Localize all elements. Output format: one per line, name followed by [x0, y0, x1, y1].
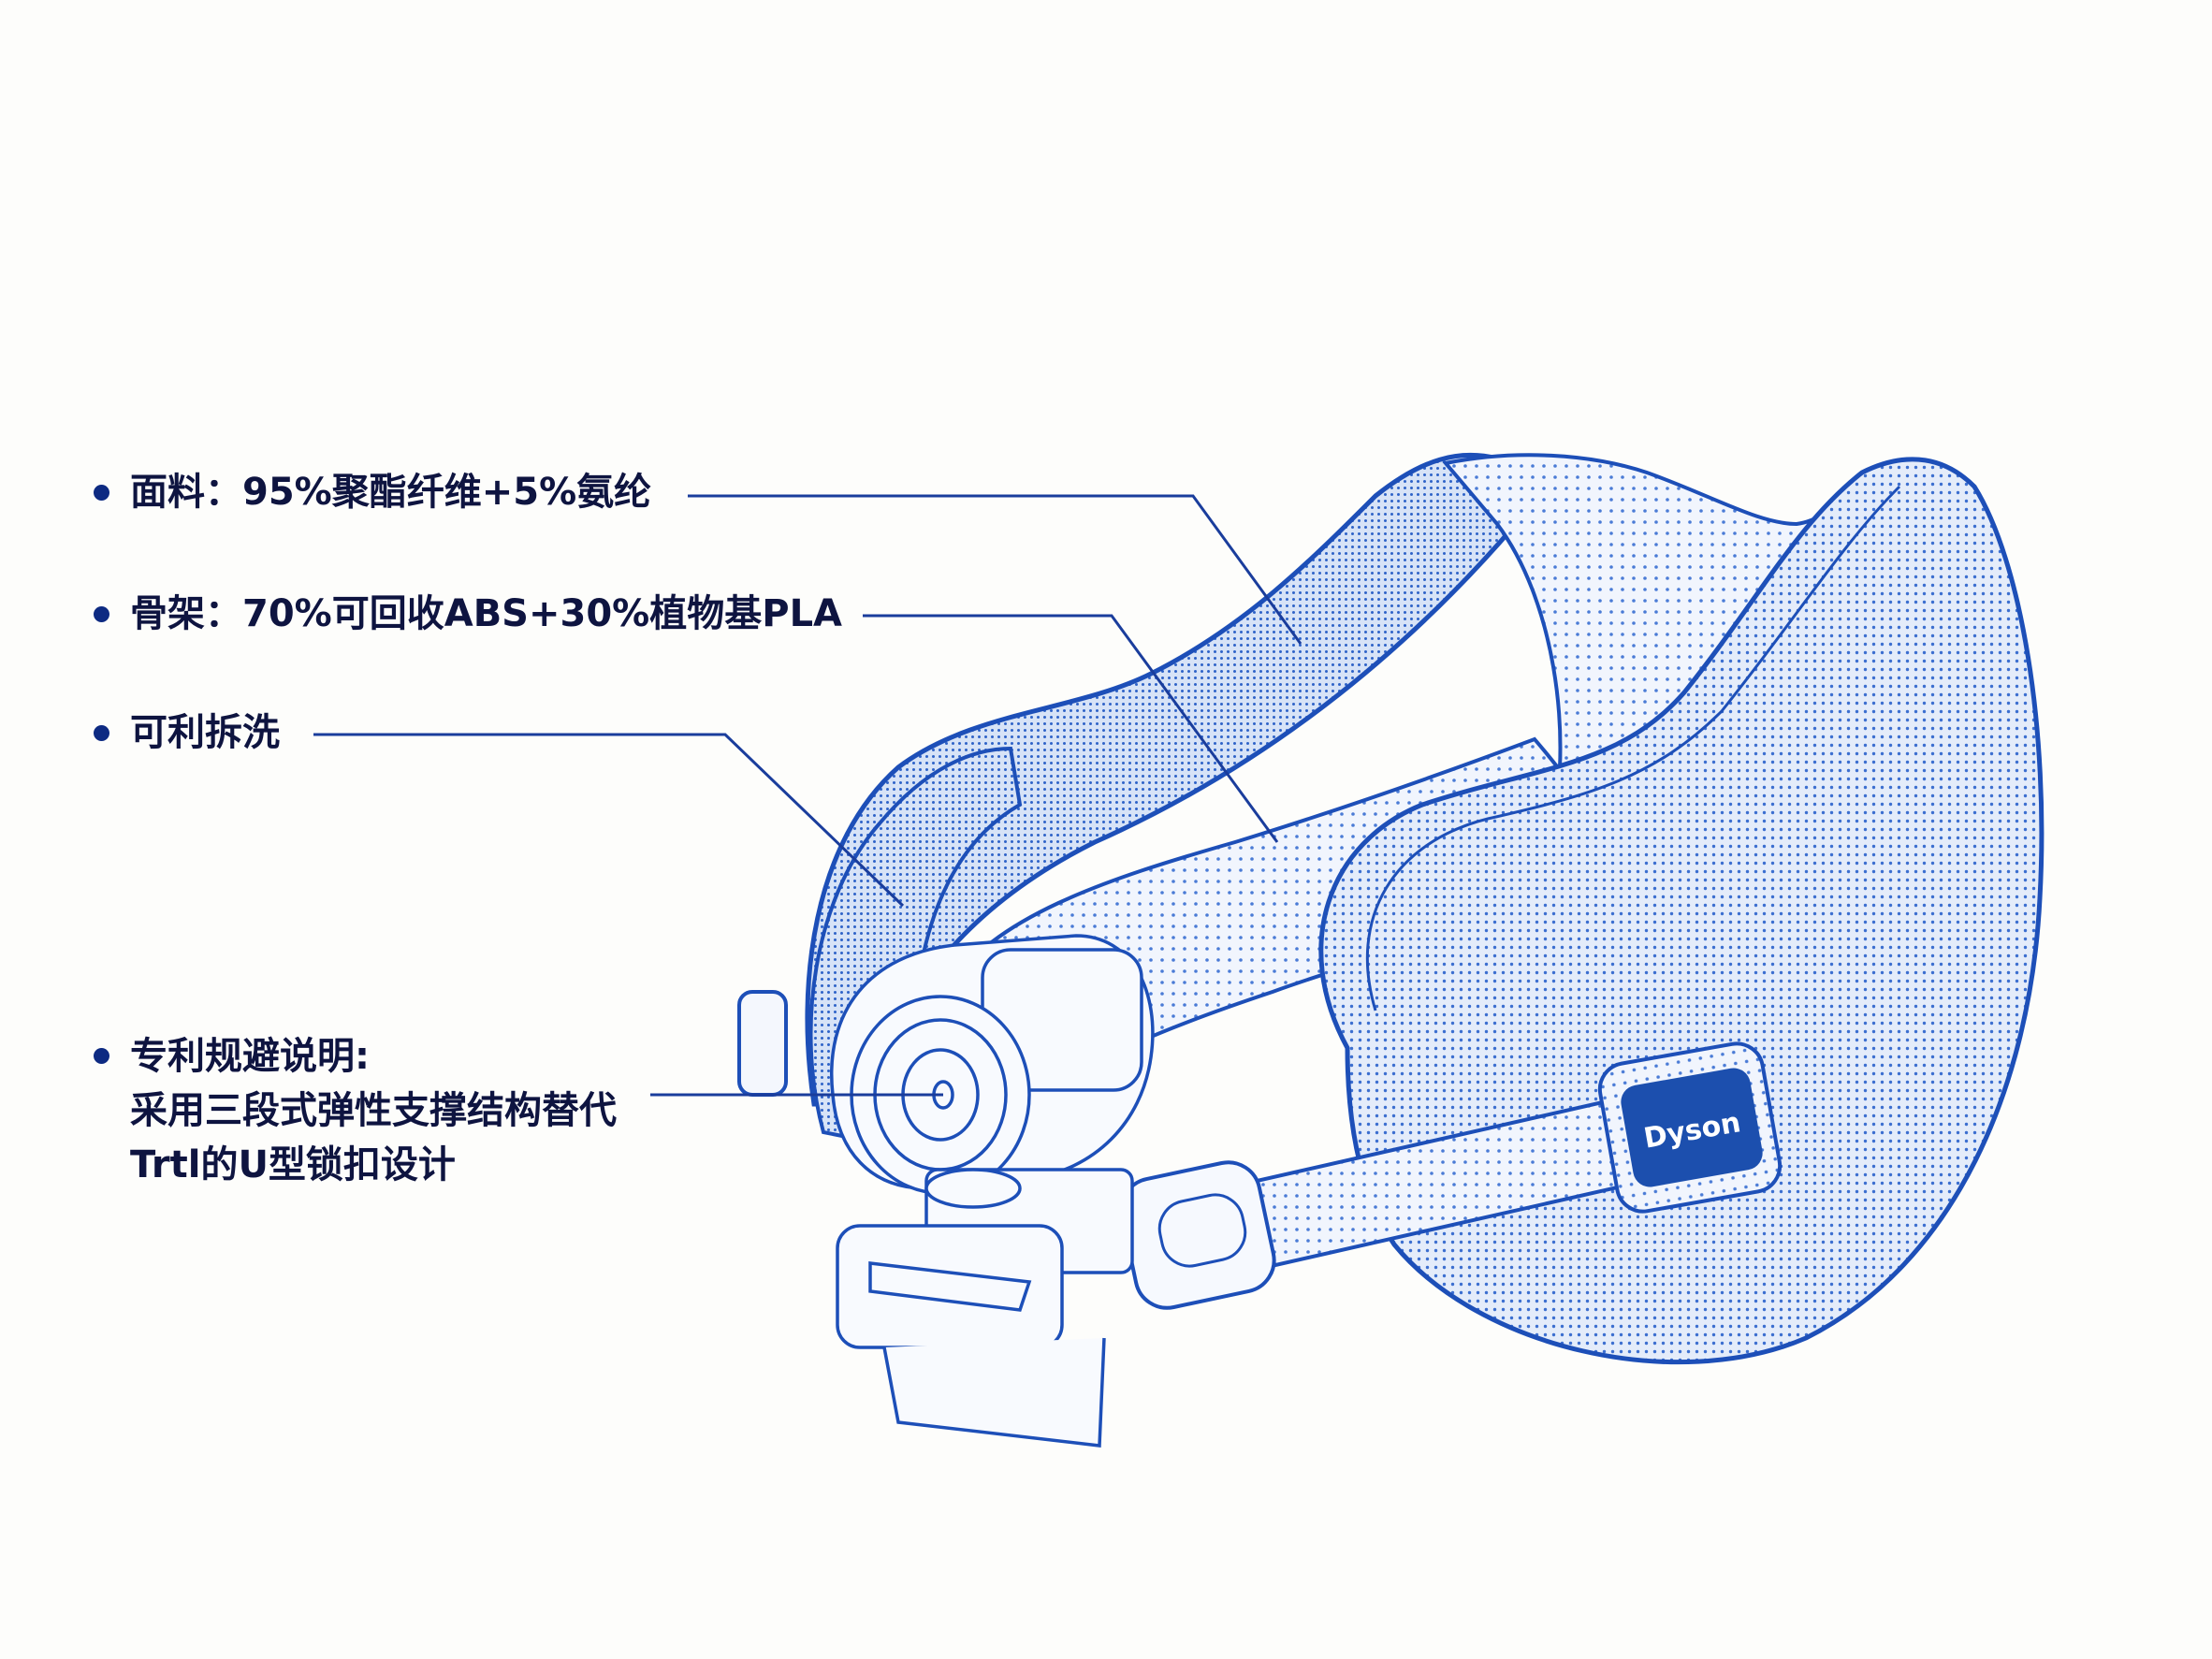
bullet-icon — [94, 1048, 109, 1064]
annotation-patent-line-2: Trtl的U型锁扣设计 — [130, 1143, 456, 1186]
bullet-icon — [94, 606, 109, 622]
leader-line-fabric — [688, 494, 1302, 645]
annotation-washable-text: 可利拆洗 — [130, 711, 280, 754]
bullet-icon — [94, 485, 109, 501]
annotation-washable: 可利拆洗 — [94, 708, 280, 757]
brand-badge — [1621, 1068, 1763, 1187]
clasp-mechanism — [830, 934, 1155, 1448]
annotation-fabric-text: 面料：95%聚酯纤维+5%氨纶 — [130, 471, 652, 514]
bullet-icon — [94, 725, 109, 741]
annotation-patent: 专利规避说明: 采用三段式弹性支撑结构替代 Trtl的U型锁扣设计 — [94, 1029, 617, 1192]
leader-line-frame — [863, 614, 1279, 843]
pillow-right-seam — [1366, 485, 1901, 1011]
leader-line-washable — [313, 733, 905, 908]
annotation-fabric: 面料：95%聚酯纤维+5%氨纶 — [94, 468, 651, 517]
pillow-back-left-lobe — [805, 452, 1519, 1107]
leader-lines — [313, 494, 1302, 1097]
annotation-frame: 骨架：70%可回收ABS+30%植物基PLA — [94, 589, 842, 638]
annotation-patent-line-1: 采用三段式弹性支撑结构替代 — [130, 1089, 617, 1132]
strap-adjuster-slot — [1157, 1193, 1247, 1268]
annotation-frame-text: 骨架：70%可回收ABS+30%植物基PLA — [130, 592, 843, 635]
annotation-patent-title: 专利规避说明: — [130, 1035, 370, 1078]
